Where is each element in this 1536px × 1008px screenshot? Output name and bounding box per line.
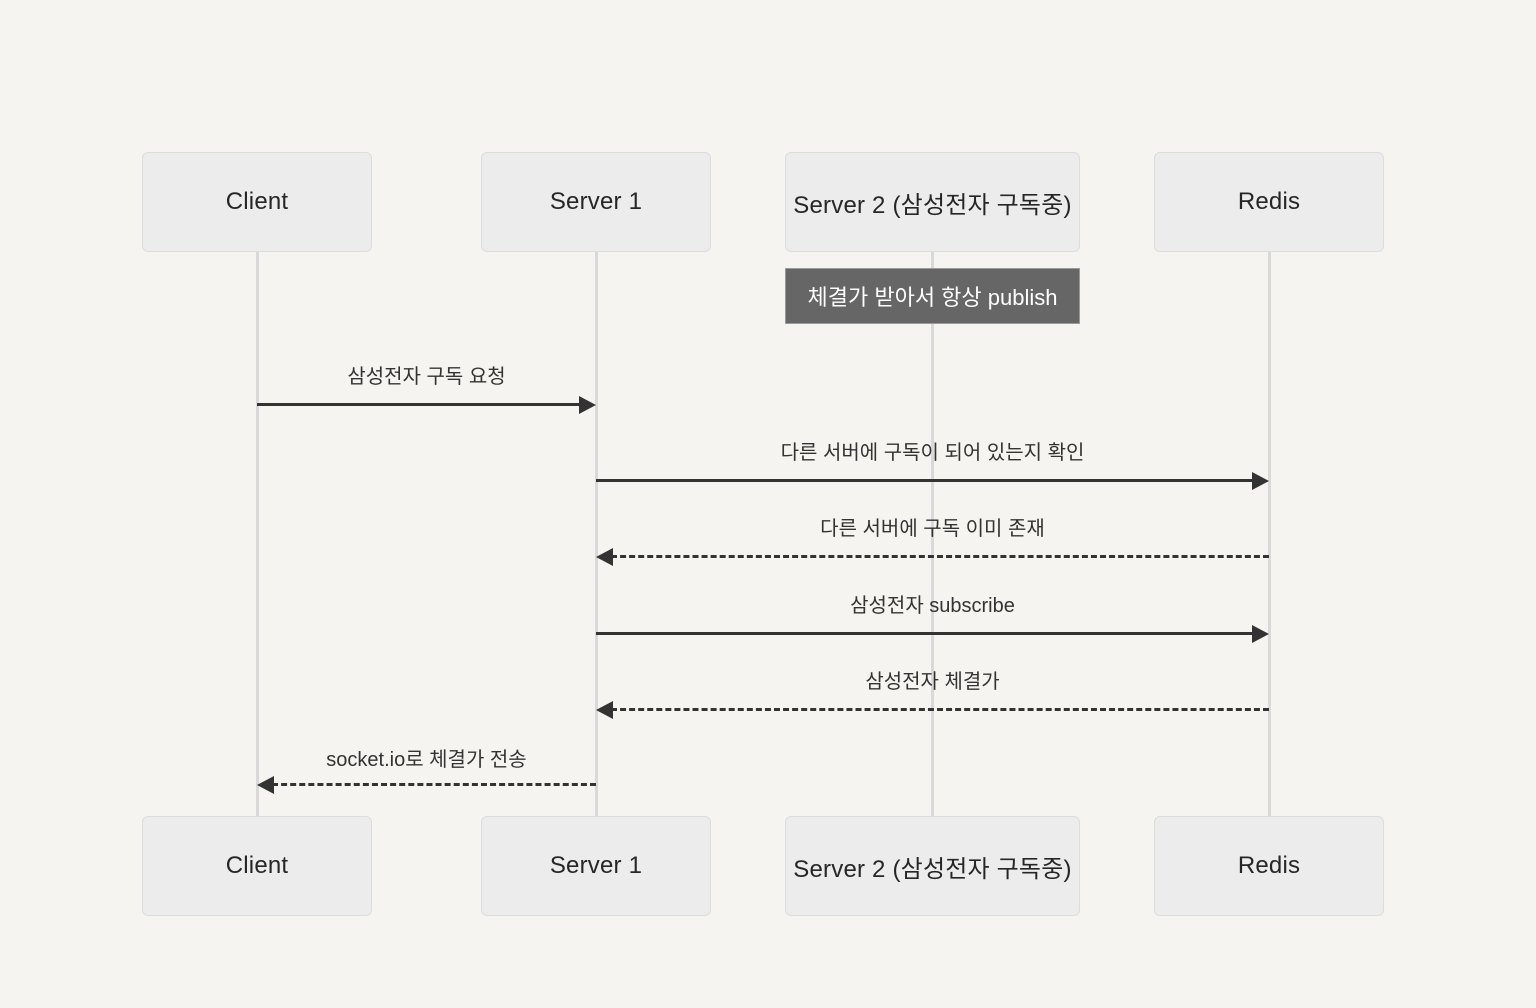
lifeline-redis: [1268, 252, 1271, 816]
message-label-msg-2: 다른 서버에 구독이 되어 있는지 확인: [780, 442, 1085, 464]
message-line-msg-6: [272, 783, 596, 786]
arrow-head-right-msg-1: [579, 396, 596, 414]
participant-label: Server 2 (삼성전자 구독중): [793, 855, 1072, 883]
participant-client-top[interactable]: Client: [142, 152, 372, 252]
participant-server2-bottom[interactable]: Server 2 (삼성전자 구독중): [785, 816, 1080, 916]
message-line-msg-2: [596, 479, 1254, 482]
message-line-msg-1: [257, 403, 581, 406]
message-label-msg-3: 다른 서버에 구독 이미 존재: [820, 518, 1045, 540]
arrow-head-left-msg-3: [596, 548, 613, 566]
participant-redis-top[interactable]: Redis: [1154, 152, 1384, 252]
participant-redis-bottom[interactable]: Redis: [1154, 816, 1384, 916]
lifeline-server2: [931, 252, 934, 816]
participant-label: Server 1: [549, 852, 643, 879]
participant-label: Client: [225, 188, 289, 215]
participant-label: Client: [225, 852, 289, 879]
message-label-msg-5: 삼성전자 체결가: [865, 671, 1000, 693]
arrow-head-left-msg-5: [596, 701, 613, 719]
arrow-head-right-msg-4: [1252, 625, 1269, 643]
participant-label: Server 2 (삼성전자 구독중): [793, 191, 1072, 219]
arrow-head-right-msg-2: [1252, 472, 1269, 490]
message-line-msg-5: [611, 708, 1269, 711]
message-line-msg-3: [611, 555, 1269, 558]
message-label-msg-6: socket.io로 체결가 전송: [326, 749, 527, 771]
note-note-publish: 체결가 받아서 항상 publish: [785, 268, 1080, 324]
lifeline-server1: [595, 252, 598, 816]
participant-label: Redis: [1237, 188, 1301, 215]
note-text: 체결가 받아서 항상 publish: [807, 285, 1058, 310]
participant-label: Server 1: [549, 188, 643, 215]
participant-server2-top[interactable]: Server 2 (삼성전자 구독중): [785, 152, 1080, 252]
participant-server1-top[interactable]: Server 1: [481, 152, 711, 252]
participant-server1-bottom[interactable]: Server 1: [481, 816, 711, 916]
arrow-head-left-msg-6: [257, 776, 274, 794]
participant-label: Redis: [1237, 852, 1301, 879]
lifeline-client: [256, 252, 259, 816]
message-label-msg-1: 삼성전자 구독 요청: [347, 366, 506, 388]
message-label-msg-4: 삼성전자 subscribe: [850, 595, 1015, 617]
message-line-msg-4: [596, 632, 1254, 635]
participant-client-bottom[interactable]: Client: [142, 816, 372, 916]
